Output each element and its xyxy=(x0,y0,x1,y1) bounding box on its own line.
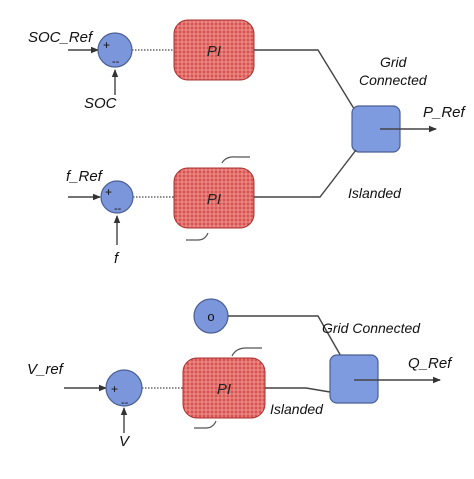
soc-ref-label: SOC_Ref xyxy=(28,29,94,46)
f-sum-plus: + xyxy=(105,185,112,199)
grid-connected-label-line1: Grid xyxy=(380,54,408,70)
soc-pi-label: PI xyxy=(207,43,221,60)
voltage-loop: o Grid Connected V_ref + -- V PI Islande… xyxy=(27,298,421,450)
f-sum-minus: -- xyxy=(114,203,122,215)
f-label: f xyxy=(114,250,120,267)
f-pi-label: PI xyxy=(207,191,221,208)
f-pi-saturation-bottom xyxy=(186,232,209,241)
zero-constant-label: o xyxy=(207,309,214,324)
v-sum-minus: -- xyxy=(121,397,129,409)
p-ref-label: P_Ref xyxy=(423,104,467,121)
v-pi-saturation-bottom xyxy=(194,420,217,429)
soc-label: SOC xyxy=(84,95,117,112)
v-sum-plus: + xyxy=(111,382,118,396)
q-ref-label: Q_Ref xyxy=(408,355,453,372)
f-pi-output-wire xyxy=(254,149,357,198)
v-pi-saturation-top xyxy=(231,347,262,357)
soc-loop: SOC_Ref + -- SOC PI Grid Connected xyxy=(28,19,428,113)
islanded-label-top: Islanded xyxy=(348,185,402,201)
islanded-label-bottom: Islanded xyxy=(270,401,324,417)
v-pi-output-wire xyxy=(265,387,331,393)
f-pi-controller xyxy=(173,167,255,229)
v-pi-label: PI xyxy=(217,381,231,398)
frequency-loop: f_Ref + -- f PI Islanded xyxy=(66,149,402,267)
soc-sum-minus: -- xyxy=(112,56,120,68)
grid-connected-label-bottom: Grid Connected xyxy=(322,320,421,336)
p-switch: P_Ref xyxy=(351,104,467,153)
f-ref-label: f_Ref xyxy=(66,168,104,185)
grid-connected-label-line2: Connected xyxy=(359,72,428,88)
soc-pi-output-wire xyxy=(254,49,357,113)
zero-constant-wire xyxy=(228,315,343,359)
q-mode-switch-block xyxy=(329,354,379,404)
q-switch: Q_Ref xyxy=(329,354,453,404)
soc-sum-plus: + xyxy=(103,38,110,52)
v-ref-label: V_ref xyxy=(27,361,65,378)
f-pi-saturation-top xyxy=(221,156,250,164)
v-label: V xyxy=(119,433,131,450)
